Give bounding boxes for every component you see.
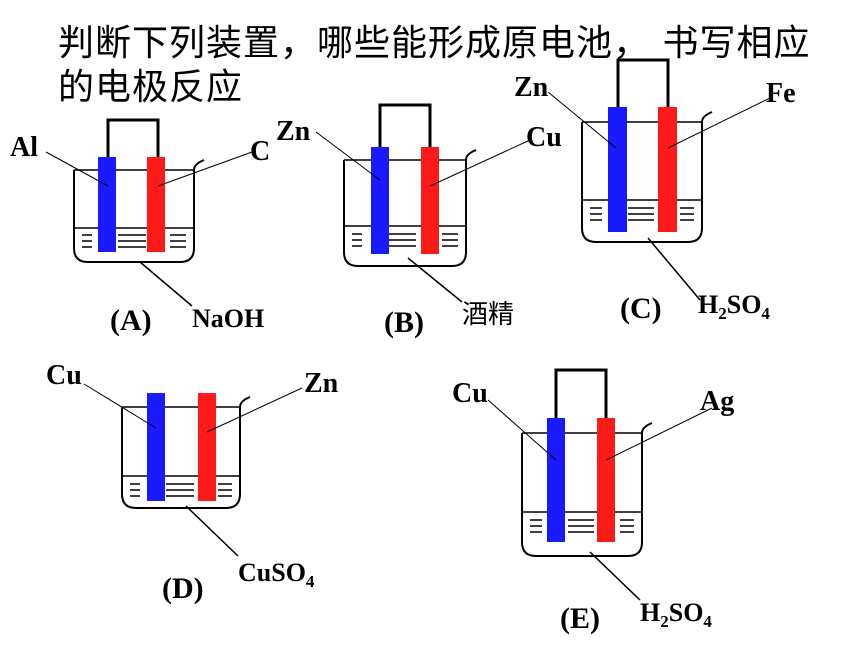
beaker-b <box>343 149 477 267</box>
electrode-a-right <box>147 157 165 252</box>
liquid-e <box>522 511 642 533</box>
electrode-label-a-left: Al <box>10 132 38 163</box>
electrolyte-label-e: H2SO4 <box>640 598 712 632</box>
liquid-d <box>122 475 240 497</box>
caption-d: (D) <box>162 572 204 605</box>
setup-e <box>487 368 713 601</box>
electrolyte-label-c: H2SO4 <box>698 290 770 324</box>
setup-a <box>45 118 253 307</box>
electrode-label-e-right: Ag <box>700 386 735 417</box>
wire-a <box>106 118 160 158</box>
electrode-label-a-right: C <box>250 136 271 167</box>
beaker-d <box>121 396 251 509</box>
wire-c <box>616 58 670 108</box>
liquid-c <box>582 199 702 221</box>
electrode-d-left <box>147 393 165 501</box>
electrode-a-left <box>98 157 116 252</box>
electrode-label-b-left: Zn <box>276 116 311 147</box>
caption-b: (B) <box>384 306 424 339</box>
electrode-b-right <box>421 147 439 254</box>
beaker-e <box>521 422 653 557</box>
electrode-e-left <box>547 418 565 542</box>
electrode-b-left <box>371 147 389 254</box>
electrode-label-d-right: Zn <box>304 368 339 399</box>
caption-a: (A) <box>110 304 152 337</box>
setup-c <box>547 58 771 301</box>
wire-e <box>554 368 608 420</box>
electrode-label-c-right: Fe <box>766 78 796 109</box>
liquid-a <box>74 227 194 248</box>
question-title: 判断下列装置，哪些能形成原电池， 书写相应的电极反应 <box>58 23 811 108</box>
electrode-label-d-left: Cu <box>46 360 82 391</box>
wire-b <box>378 103 432 148</box>
electrode-label-b-right: Cu <box>526 122 562 153</box>
electrolyte-label-d: CuSO4 <box>238 558 315 592</box>
liquid-b <box>344 225 466 247</box>
electrode-d-right <box>198 393 216 501</box>
electrolyte-label-a: NaOH <box>192 304 265 333</box>
beaker-c <box>581 111 713 243</box>
electrode-c-left <box>608 107 627 232</box>
electrode-c-right <box>658 107 677 232</box>
setup-b <box>315 103 531 303</box>
electrode-label-e-left: Cu <box>452 378 488 409</box>
caption-e: (E) <box>560 602 600 635</box>
setup-d <box>83 383 303 557</box>
caption-c: (C) <box>620 292 662 325</box>
electrode-label-c-left: Zn <box>514 72 549 103</box>
electrode-e-right <box>597 418 615 542</box>
beaker-a <box>73 159 205 263</box>
electrolyte-label-b: 酒精 <box>462 300 515 330</box>
